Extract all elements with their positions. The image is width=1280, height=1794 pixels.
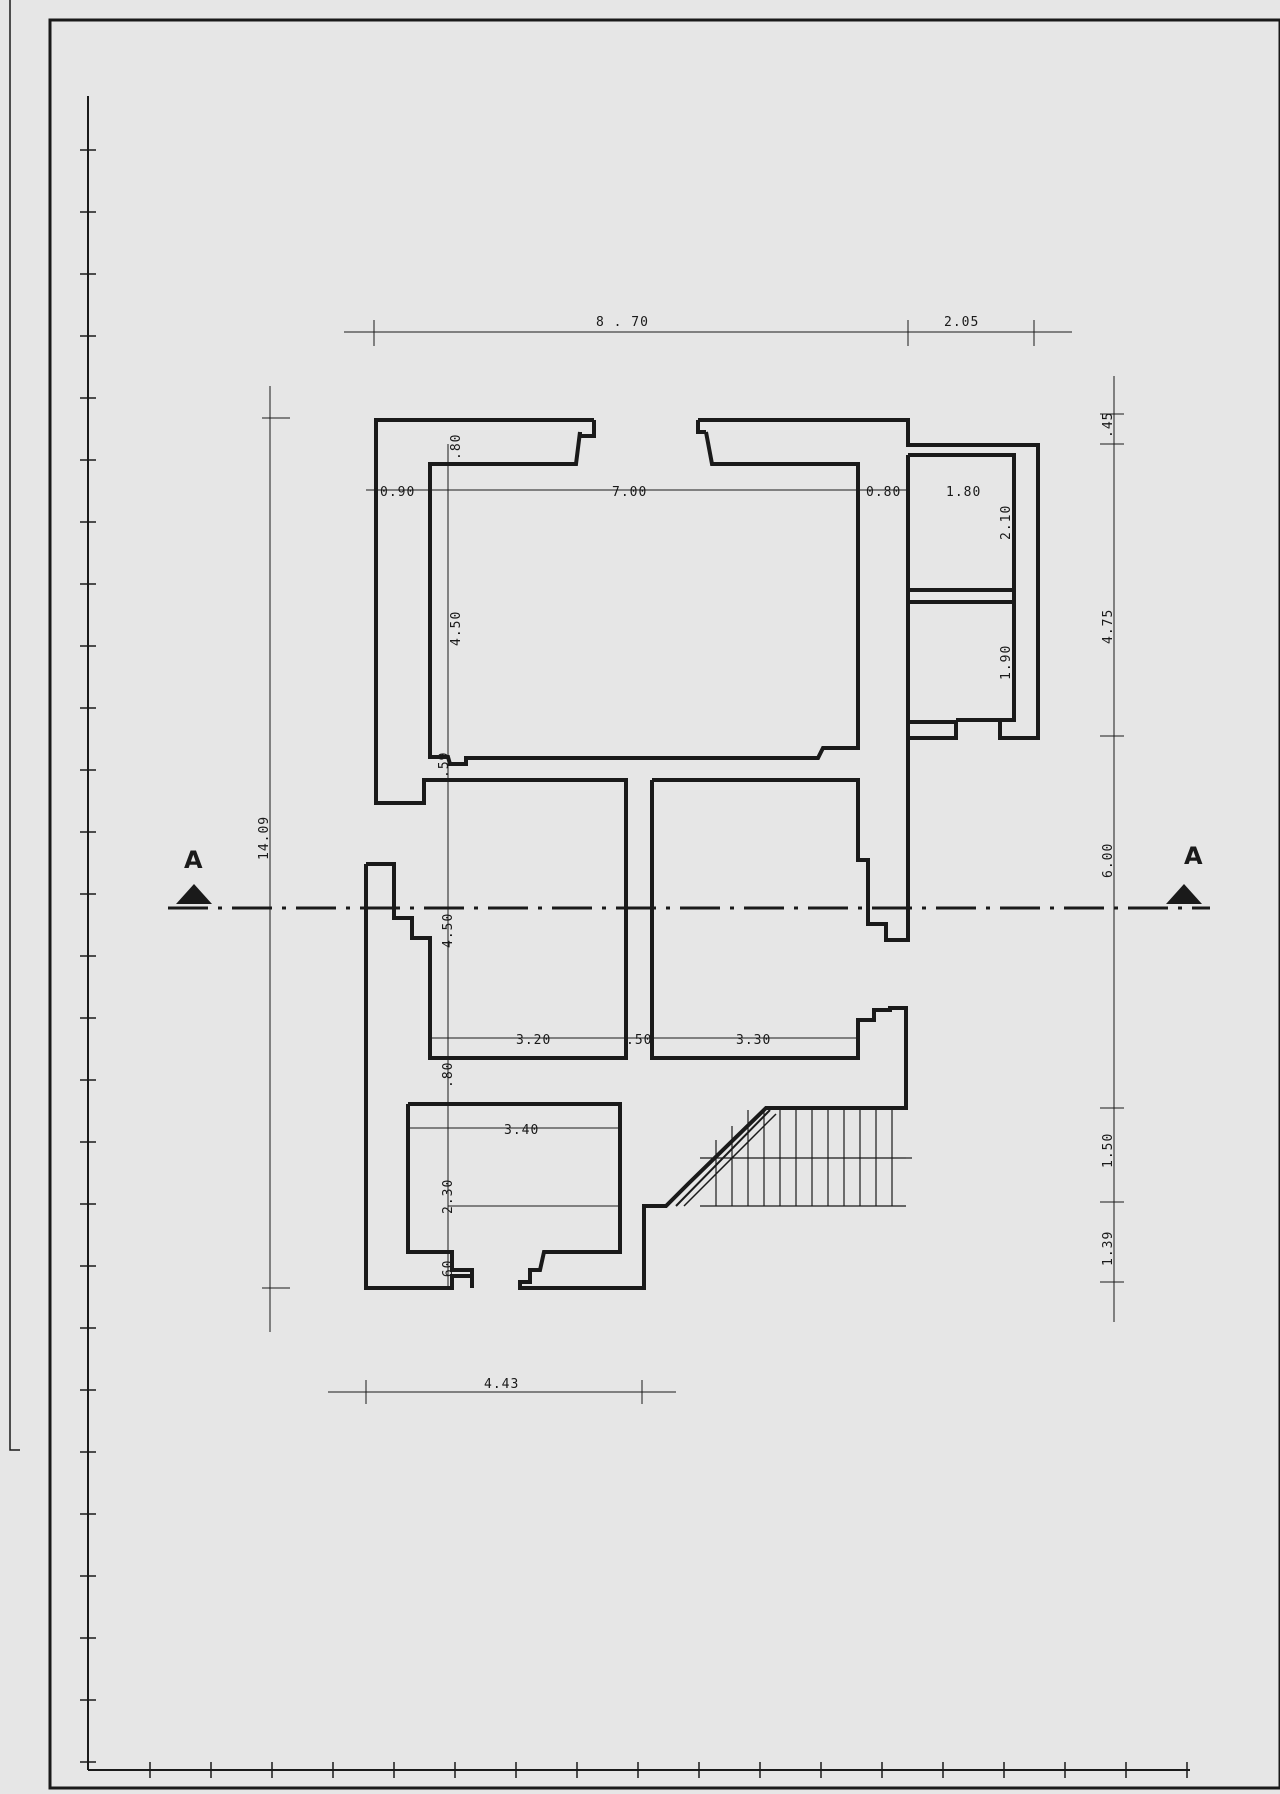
section-line: A A: [168, 842, 1210, 910]
dim-room4-width: 3.40: [504, 1123, 539, 1138]
dim-right-d: 1.39: [1101, 1231, 1116, 1266]
dim-room1-depth: 4.50: [449, 611, 464, 646]
dim-right-c: 1.50: [1101, 1133, 1116, 1168]
east-wall: [906, 455, 958, 740]
dimension-lines: [262, 320, 1124, 1404]
outer-wall-north-west: [374, 418, 594, 805]
dim-bottom: 4.43: [484, 1377, 519, 1392]
outer-frame: [48, 18, 1280, 1790]
dim-right-top: .45: [1101, 412, 1116, 438]
left-ruler: [80, 96, 96, 1770]
section-marker-left-icon: [176, 884, 212, 904]
dim-room4-wall-top: .80: [441, 1062, 456, 1088]
adjacent-sheet-edge: [9, 0, 20, 1451]
dim-room3-width: 3.30: [736, 1033, 771, 1048]
dim-room2-width: 3.20: [516, 1033, 551, 1048]
dim-room1-wall-left: 0.90: [380, 485, 415, 500]
dim-right-a: 4.75: [1101, 609, 1116, 644]
stair: [675, 1109, 912, 1207]
dim-room1-width: 7.00: [612, 485, 647, 500]
section-marker-right-icon: [1166, 884, 1202, 904]
dim-room1-wall-top: .80: [449, 434, 464, 460]
bottom-ruler: [88, 1762, 1190, 1778]
room-3-wall: [652, 778, 888, 940]
dim-room2-depth: 4.50: [441, 913, 456, 948]
dim-top-right: 2.05: [944, 315, 979, 330]
room-4-wall: [408, 1102, 906, 1290]
dim-mid-wall: .50: [626, 1033, 652, 1048]
section-label-left: A: [184, 846, 204, 874]
room-4-inner: [406, 1104, 474, 1288]
room-2-wall: [366, 778, 628, 1060]
north-door-jamb-right: [696, 420, 706, 434]
dim-room1-wall-right: 0.80: [866, 485, 901, 500]
north-door-jamb-left: [578, 420, 596, 438]
dim-top-total: 8 . 70: [596, 315, 649, 330]
dim-closet-width: 1.80: [946, 485, 981, 500]
dim-room4-wall-bottom: .60: [441, 1260, 456, 1286]
room-3-lower-wall: [650, 780, 908, 1110]
dim-partition: .59: [437, 752, 452, 778]
section-label-right: A: [1184, 842, 1204, 870]
dim-closet-upper: 2.10: [999, 505, 1014, 540]
dim-room4-depth: 2.30: [441, 1179, 456, 1214]
dim-right-b: 6.00: [1101, 843, 1116, 878]
dim-closet-lower: 1.90: [999, 645, 1014, 680]
dimension-labels: 8 . 70 2.05 14.09 4.43 .45 4.75 6.00 1.5…: [257, 315, 1116, 1392]
dim-left-overall: 14.09: [257, 816, 272, 860]
west-wall-lower: [364, 864, 472, 1290]
room-1-inner-wall: [428, 431, 860, 766]
